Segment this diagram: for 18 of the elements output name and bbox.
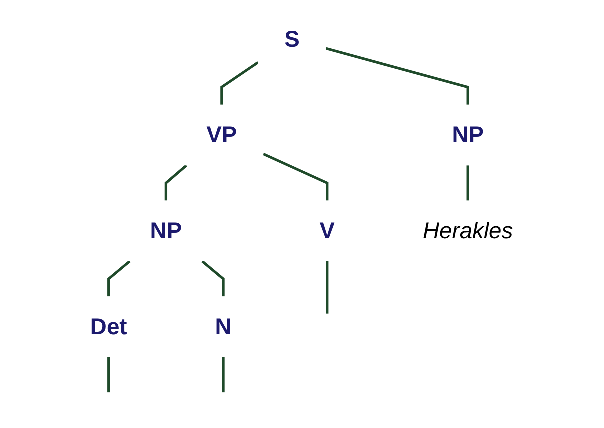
node-text: V xyxy=(320,218,336,244)
node-text: Det xyxy=(90,313,128,340)
connector xyxy=(466,166,470,201)
node-text: NP xyxy=(150,218,182,244)
node-text: S xyxy=(284,26,300,52)
connector xyxy=(108,357,110,393)
node-text: NP xyxy=(452,122,484,148)
connector xyxy=(326,262,329,314)
node-text: Herakles xyxy=(423,218,514,244)
node-text: VP xyxy=(206,122,238,148)
connector xyxy=(326,47,470,105)
connector xyxy=(222,357,225,393)
connector xyxy=(220,61,260,105)
connector xyxy=(202,260,225,297)
connector xyxy=(263,153,329,201)
connector xyxy=(108,260,131,297)
node-text: N xyxy=(215,313,232,340)
connector xyxy=(165,164,188,201)
